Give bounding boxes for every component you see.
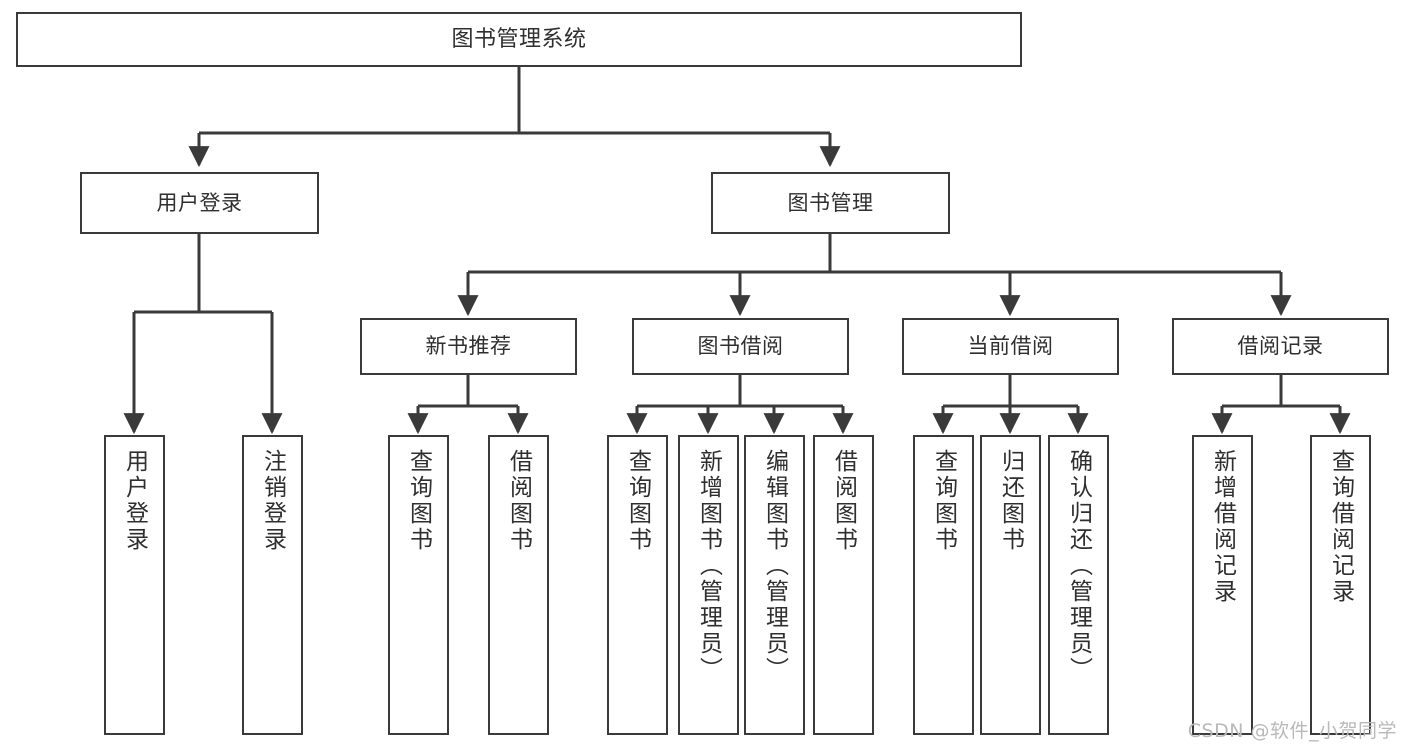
node-label: 借阅图书 [505,449,532,553]
leaf-borrow-query-book[interactable]: 查询图书 [607,435,668,735]
node-label: 查询借阅记录 [1327,449,1354,605]
node-label: 注销登录 [259,449,286,553]
leaf-borrow-edit-book-admin[interactable]: 编辑图书（管理员） [744,435,805,735]
leaf-user-login-login[interactable]: 用户登录 [104,435,165,735]
node-book-management[interactable]: 图书管理 [711,172,950,234]
leaf-recommend-query-book[interactable]: 查询图书 [388,435,449,735]
node-borrow-record[interactable]: 借阅记录 [1172,318,1389,375]
watermark: CSDN @软件_小贺同学 [1187,720,1397,742]
leaf-current-confirm-return-admin[interactable]: 确认归还（管理员） [1048,435,1109,735]
node-label: 查询图书 [930,449,957,553]
node-label: 用户登录 [121,449,148,553]
node-label: 新书推荐 [425,334,512,359]
node-user-login[interactable]: 用户登录 [80,172,319,234]
leaf-record-add-record[interactable]: 新增借阅记录 [1192,435,1253,735]
leaf-borrow-borrow-book[interactable]: 借阅图书 [813,435,874,735]
node-current-borrow[interactable]: 当前借阅 [902,318,1119,375]
node-label: 借阅图书 [830,449,857,553]
node-label: 归还图书 [997,449,1024,553]
leaf-current-return-book[interactable]: 归还图书 [980,435,1041,735]
leaf-user-login-logout[interactable]: 注销登录 [242,435,303,735]
node-label: 确认归还（管理员） [1065,449,1092,683]
node-label: 新增图书（管理员） [695,449,722,683]
node-new-book-recommend[interactable]: 新书推荐 [360,318,577,375]
node-label: 编辑图书（管理员） [761,449,788,683]
node-root-system[interactable]: 图书管理系统 [16,12,1022,67]
node-label: 查询图书 [405,449,432,553]
leaf-record-query-record[interactable]: 查询借阅记录 [1310,435,1371,735]
node-label: 用户登录 [156,190,243,215]
node-label: 新增借阅记录 [1209,449,1236,605]
node-book-borrow[interactable]: 图书借阅 [632,318,849,375]
node-label: 借阅记录 [1237,334,1324,359]
node-label: 查询图书 [624,449,651,553]
node-label: 图书管理 [787,190,874,215]
leaf-current-query-book[interactable]: 查询图书 [913,435,974,735]
node-label: 图书借阅 [697,334,784,359]
node-label: 图书管理系统 [451,26,587,52]
leaf-borrow-add-book-admin[interactable]: 新增图书（管理员） [678,435,739,735]
node-label: 当前借阅 [967,334,1054,359]
leaf-recommend-borrow-book[interactable]: 借阅图书 [488,435,549,735]
